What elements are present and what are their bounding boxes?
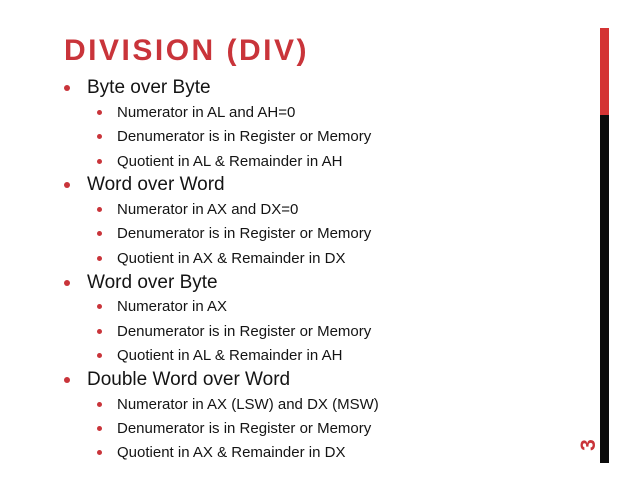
bullet-list: Byte over Byte Numerator in AL and AH=0 …: [0, 76, 575, 465]
bullet-item: Quotient in AX & Remainder in DX: [0, 440, 575, 464]
bullet-dot-icon: [97, 207, 102, 213]
bullet-dot-icon: [64, 85, 70, 92]
bullet-text: Double Word over Word: [87, 368, 291, 390]
accent-bar-black-segment: [600, 115, 609, 463]
bullet-dot-icon: [97, 134, 102, 140]
bullet-dot-icon: [64, 376, 70, 383]
bullet-text: Denumerator is in Register or Memory: [117, 419, 372, 437]
slide-number: 3: [577, 439, 600, 451]
bullet-item: Numerator in AX and DX=0: [0, 197, 575, 221]
bullet-dot-icon: [97, 304, 102, 310]
bullet-dot-icon: [64, 279, 70, 286]
bullet-text: Quotient in AX & Remainder in DX: [117, 249, 346, 267]
bullet-dot-icon: [97, 450, 102, 456]
accent-bar-red-segment: [600, 28, 609, 115]
bullet-item: Numerator in AX (LSW) and DX (MSW): [0, 392, 575, 416]
bullet-item: Numerator in AL and AH=0: [0, 100, 575, 124]
bullet-item: Quotient in AX & Remainder in DX: [0, 246, 575, 270]
bullet-text: Numerator in AL and AH=0: [117, 103, 296, 121]
bullet-text: Quotient in AL & Remainder in AH: [117, 152, 343, 170]
bullet-item: Quotient in AL & Remainder in AH: [0, 149, 575, 173]
bullet-item: Quotient in AL & Remainder in AH: [0, 343, 575, 367]
bullet-item: Numerator in AX: [0, 295, 575, 319]
bullet-dot-icon: [97, 401, 102, 407]
bullet-dot-icon: [97, 352, 102, 358]
bullet-text: Byte over Byte: [87, 77, 211, 99]
bullet-dot-icon: [97, 109, 102, 115]
bullet-text: Denumerator is in Register or Memory: [117, 225, 372, 243]
bullet-dot-icon: [97, 425, 102, 431]
bullet-text: Word over Word: [87, 174, 225, 196]
bullet-item: Double Word over Word: [0, 368, 575, 392]
bullet-dot-icon: [97, 328, 102, 334]
bullet-item: Word over Word: [0, 173, 575, 197]
bullet-text: Numerator in AX and DX=0: [117, 201, 299, 219]
bullet-text: Quotient in AL & Remainder in AH: [117, 346, 343, 364]
bullet-text: Denumerator is in Register or Memory: [117, 322, 372, 340]
bullet-text: Word over Byte: [87, 271, 218, 293]
bullet-item: Denumerator is in Register or Memory: [0, 319, 575, 343]
bullet-text: Denumerator is in Register or Memory: [117, 128, 372, 146]
bullet-text: Numerator in AX: [117, 298, 228, 316]
bullet-text: Numerator in AX (LSW) and DX (MSW): [117, 395, 379, 413]
bullet-item: Denumerator is in Register or Memory: [0, 416, 575, 440]
bullet-item: Denumerator is in Register or Memory: [0, 222, 575, 246]
bullet-dot-icon: [64, 182, 70, 189]
bullet-dot-icon: [97, 255, 102, 261]
bullet-item: Word over Byte: [0, 270, 575, 294]
bullet-item: Denumerator is in Register or Memory: [0, 125, 575, 149]
bullet-dot-icon: [97, 158, 102, 164]
bullet-text: Quotient in AX & Remainder in DX: [117, 444, 346, 462]
bullet-dot-icon: [97, 231, 102, 237]
slide-title: DIVISION (DIV): [64, 34, 310, 67]
bullet-item: Byte over Byte: [0, 76, 575, 100]
